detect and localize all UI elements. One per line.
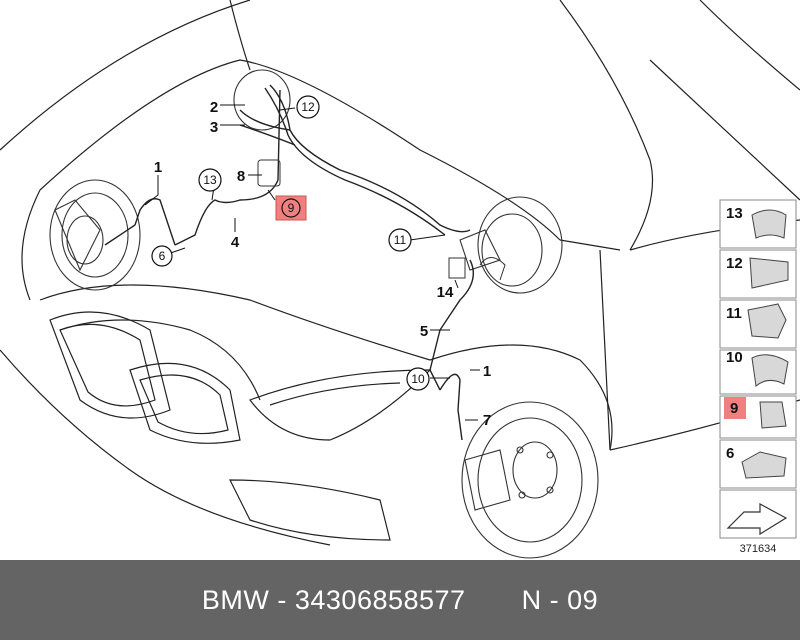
svg-text:11: 11 (394, 233, 407, 247)
brake-lines (104, 84, 474, 441)
callout-6-circled: 6 (151, 245, 173, 267)
legend-6: 6 (726, 445, 734, 462)
parts-legend: 13 12 11 10 9 6 371634 (719, 199, 797, 555)
callout-1-top: 1 (154, 159, 162, 176)
left-brake-disc (49, 179, 141, 291)
callout-11-circled: 11 (388, 228, 412, 252)
diagram-canvas: 1 2 3 4 5 7 8 14 1 6 10 11 12 13 9 13 (0, 0, 800, 559)
callout-2: 2 (210, 99, 218, 116)
callout-12-circled: 12 (296, 95, 320, 119)
svg-text:9: 9 (288, 201, 295, 215)
reservoir (233, 69, 291, 131)
callout-5: 5 (420, 323, 428, 340)
callout-3: 3 (210, 119, 218, 136)
car-body-outline (0, 0, 800, 546)
part-number: 34306858577 (294, 584, 466, 615)
svg-text:6: 6 (159, 249, 166, 263)
front-brake-disc (461, 401, 599, 559)
callout-7: 7 (483, 412, 491, 429)
legend-10: 10 (726, 349, 743, 366)
legend-11: 11 (726, 305, 742, 322)
legend-part-icons (741, 209, 789, 479)
callout-14: 14 (437, 284, 454, 301)
separator: - (269, 584, 295, 615)
leader-lines (144, 104, 480, 421)
parts-diagram: 1 2 3 4 5 7 8 14 1 6 10 11 12 13 9 13 (0, 0, 800, 560)
brake-booster (459, 196, 563, 294)
callout-4: 4 (231, 234, 240, 251)
callout-13-circled: 13 (198, 168, 222, 192)
callout-9-highlighted: 9 (275, 195, 307, 221)
svg-text:12: 12 (301, 100, 315, 114)
legend-9-highlight (724, 397, 746, 419)
legend-12: 12 (726, 255, 743, 272)
legend-9: 9 (730, 400, 738, 417)
callout-8: 8 (237, 168, 245, 185)
reference-number: 371634 (740, 543, 777, 555)
callout-10-circled: 10 (406, 367, 430, 391)
position-label: N - 09 (521, 584, 599, 615)
svg-text:10: 10 (411, 372, 425, 386)
callout-1-front: 1 (483, 363, 491, 380)
part-info-bar: BMW - 34306858577 N - 09 (0, 560, 800, 640)
svg-text:13: 13 (203, 173, 217, 187)
holders (257, 159, 506, 281)
arrow-icon (726, 502, 788, 536)
legend-13: 13 (726, 205, 743, 222)
spacer (466, 585, 522, 616)
brand-label: BMW (201, 584, 270, 615)
